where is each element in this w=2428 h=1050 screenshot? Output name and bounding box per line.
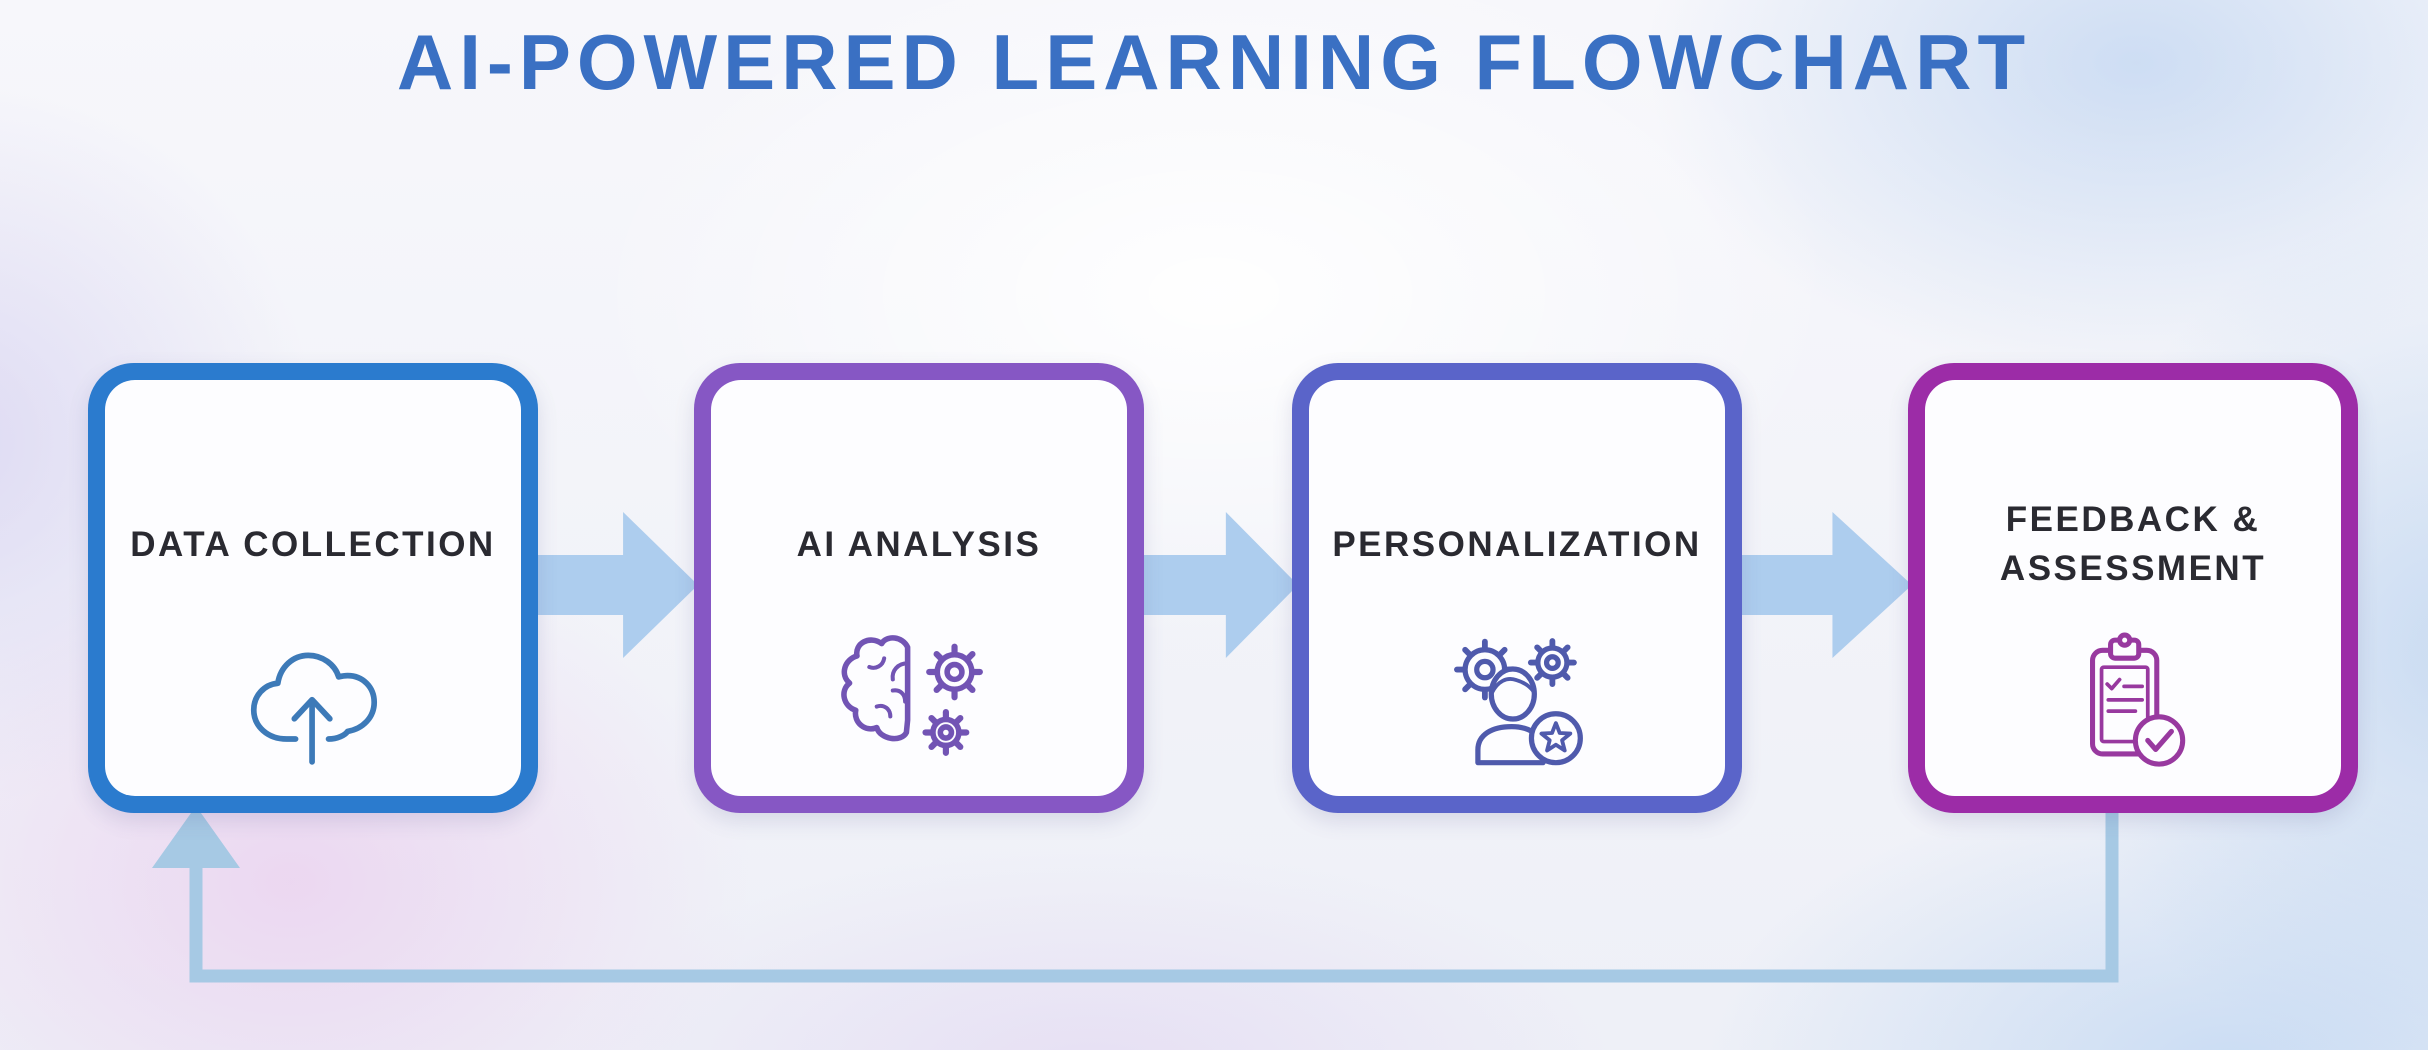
step-box-data-collection: DATA COLLECTION [88, 363, 538, 813]
step-label: FEEDBACK & ASSESSMENT [1999, 500, 2267, 588]
step-box-feedback-assessment: FEEDBACK & ASSESSMENT [1908, 363, 2358, 813]
step-box-ai-analysis: AI ANALYSIS [694, 363, 1144, 813]
step-box-inner: DATA COLLECTION [105, 380, 521, 796]
page-title: AI-POWERED LEARNING FLOWCHART [396, 18, 2032, 106]
flow-arrow-2 [1142, 500, 1298, 670]
brain-gears-icon [836, 630, 1003, 772]
step-label: AI ANALYSIS [796, 524, 1042, 564]
step-label: DATA COLLECTION [130, 524, 496, 564]
user-gears-star-icon [1436, 630, 1599, 772]
step-label: PERSONALIZATION [1332, 524, 1702, 564]
flow-arrow-3 [1740, 500, 1912, 670]
step-box-personalization: PERSONALIZATION [1292, 363, 1742, 813]
step-box-inner: AI ANALYSIS [711, 380, 1127, 796]
step-box-inner: FEEDBACK & ASSESSMENT [1925, 380, 2341, 796]
clipboard-check-icon [2070, 630, 2196, 772]
flow-arrow-1 [536, 500, 698, 670]
step-box-inner: PERSONALIZATION [1309, 380, 1725, 796]
cloud-upload-icon [236, 630, 391, 772]
